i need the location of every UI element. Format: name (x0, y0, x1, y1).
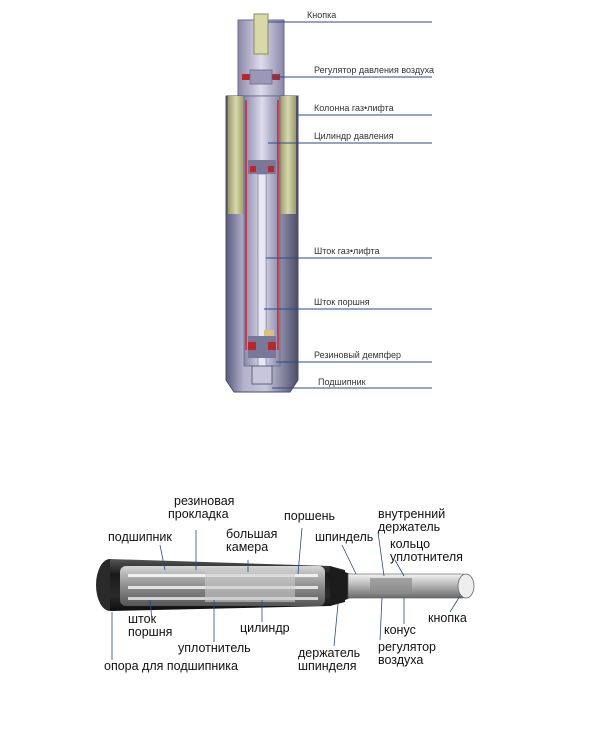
label-derzhatel-1: держатель (298, 646, 361, 660)
top-leader-lines (264, 21, 432, 389)
label-shtok-porshnya: Шток поршня (314, 297, 370, 307)
label-shtok-1: шток (128, 612, 157, 626)
horizontal-gas-lift (96, 559, 475, 611)
label-bolshaya-1: большая (226, 527, 278, 541)
damper-seal-l (248, 342, 256, 350)
label-regulator: Регулятор давления воздуха (314, 65, 434, 75)
label-podshipnik-b: подшипник (108, 530, 172, 544)
label-vnutr-1: внутренний (378, 507, 446, 521)
leader-podshipnik-b (159, 544, 166, 571)
label-cilindr: Цилиндр давления (314, 131, 394, 141)
label-knopka: Кнопка (307, 10, 337, 20)
inner-tube-left-line (245, 100, 247, 350)
spindle-window (370, 578, 412, 594)
spindle-cone (330, 566, 350, 606)
leader-derzhatel (333, 603, 339, 647)
label-rezinovaya-2: прокладка (168, 507, 229, 521)
inner-tube-right-line (277, 100, 279, 350)
label-kolco-1: кольцо (390, 537, 431, 551)
leader-porshen (297, 527, 303, 575)
label-bolshaya-2: камера (226, 540, 269, 554)
bearing-block (251, 365, 273, 385)
label-kolco-2: уплотнителя (390, 550, 463, 564)
label-regulator-2: воздуха (378, 653, 424, 667)
label-shpindel: шпиндель (315, 530, 374, 544)
label-dempfer: Резиновый демпфер (314, 350, 402, 360)
label-opora: опора для подшипника (104, 659, 238, 673)
leader-knopka-b (449, 595, 461, 613)
label-konus: конус (384, 623, 416, 637)
regulator-block (249, 69, 273, 85)
label-podshipnik: Подшипник (318, 377, 366, 387)
damper-top-accent (264, 330, 274, 336)
regulator-seal-left (242, 74, 250, 80)
inner-chamber (205, 570, 295, 602)
leader-shpindel (341, 544, 357, 575)
label-shtok-gaz: Шток газ•лифта (314, 246, 380, 256)
label-shtok-2: поршня (128, 625, 173, 639)
leader-kolco (394, 559, 405, 577)
vertical-gas-lift-section (225, 13, 299, 393)
damper-seal-r (268, 342, 276, 350)
label-vnutr-2: держатель (378, 520, 441, 534)
damper-block (248, 336, 276, 358)
top-piston-seal-r (268, 166, 274, 172)
button-tip (457, 573, 475, 599)
label-regulator-1: регулятор (378, 640, 436, 654)
top-piston-seal-l (250, 166, 256, 172)
leader-regulator-b (379, 597, 383, 641)
bottom-leader-lines (111, 527, 461, 660)
olive-sleeve-right (280, 96, 296, 214)
leader-vnutr (377, 531, 385, 577)
olive-sleeve-left (228, 96, 244, 214)
label-kolonna: Колонна газ•лифта (314, 103, 394, 113)
label-porshen: поршень (284, 509, 336, 523)
label-rezinovaya-1: резиновая (174, 494, 235, 508)
button-rod (253, 13, 269, 55)
label-knopka-b: кнопка (428, 611, 467, 625)
label-uplotnitel: уплотнитель (178, 641, 251, 655)
label-cilindr-b: цилиндр (240, 621, 290, 635)
leader-shtok-b (149, 599, 153, 621)
label-derzhatel-2: шпинделя (298, 659, 357, 673)
